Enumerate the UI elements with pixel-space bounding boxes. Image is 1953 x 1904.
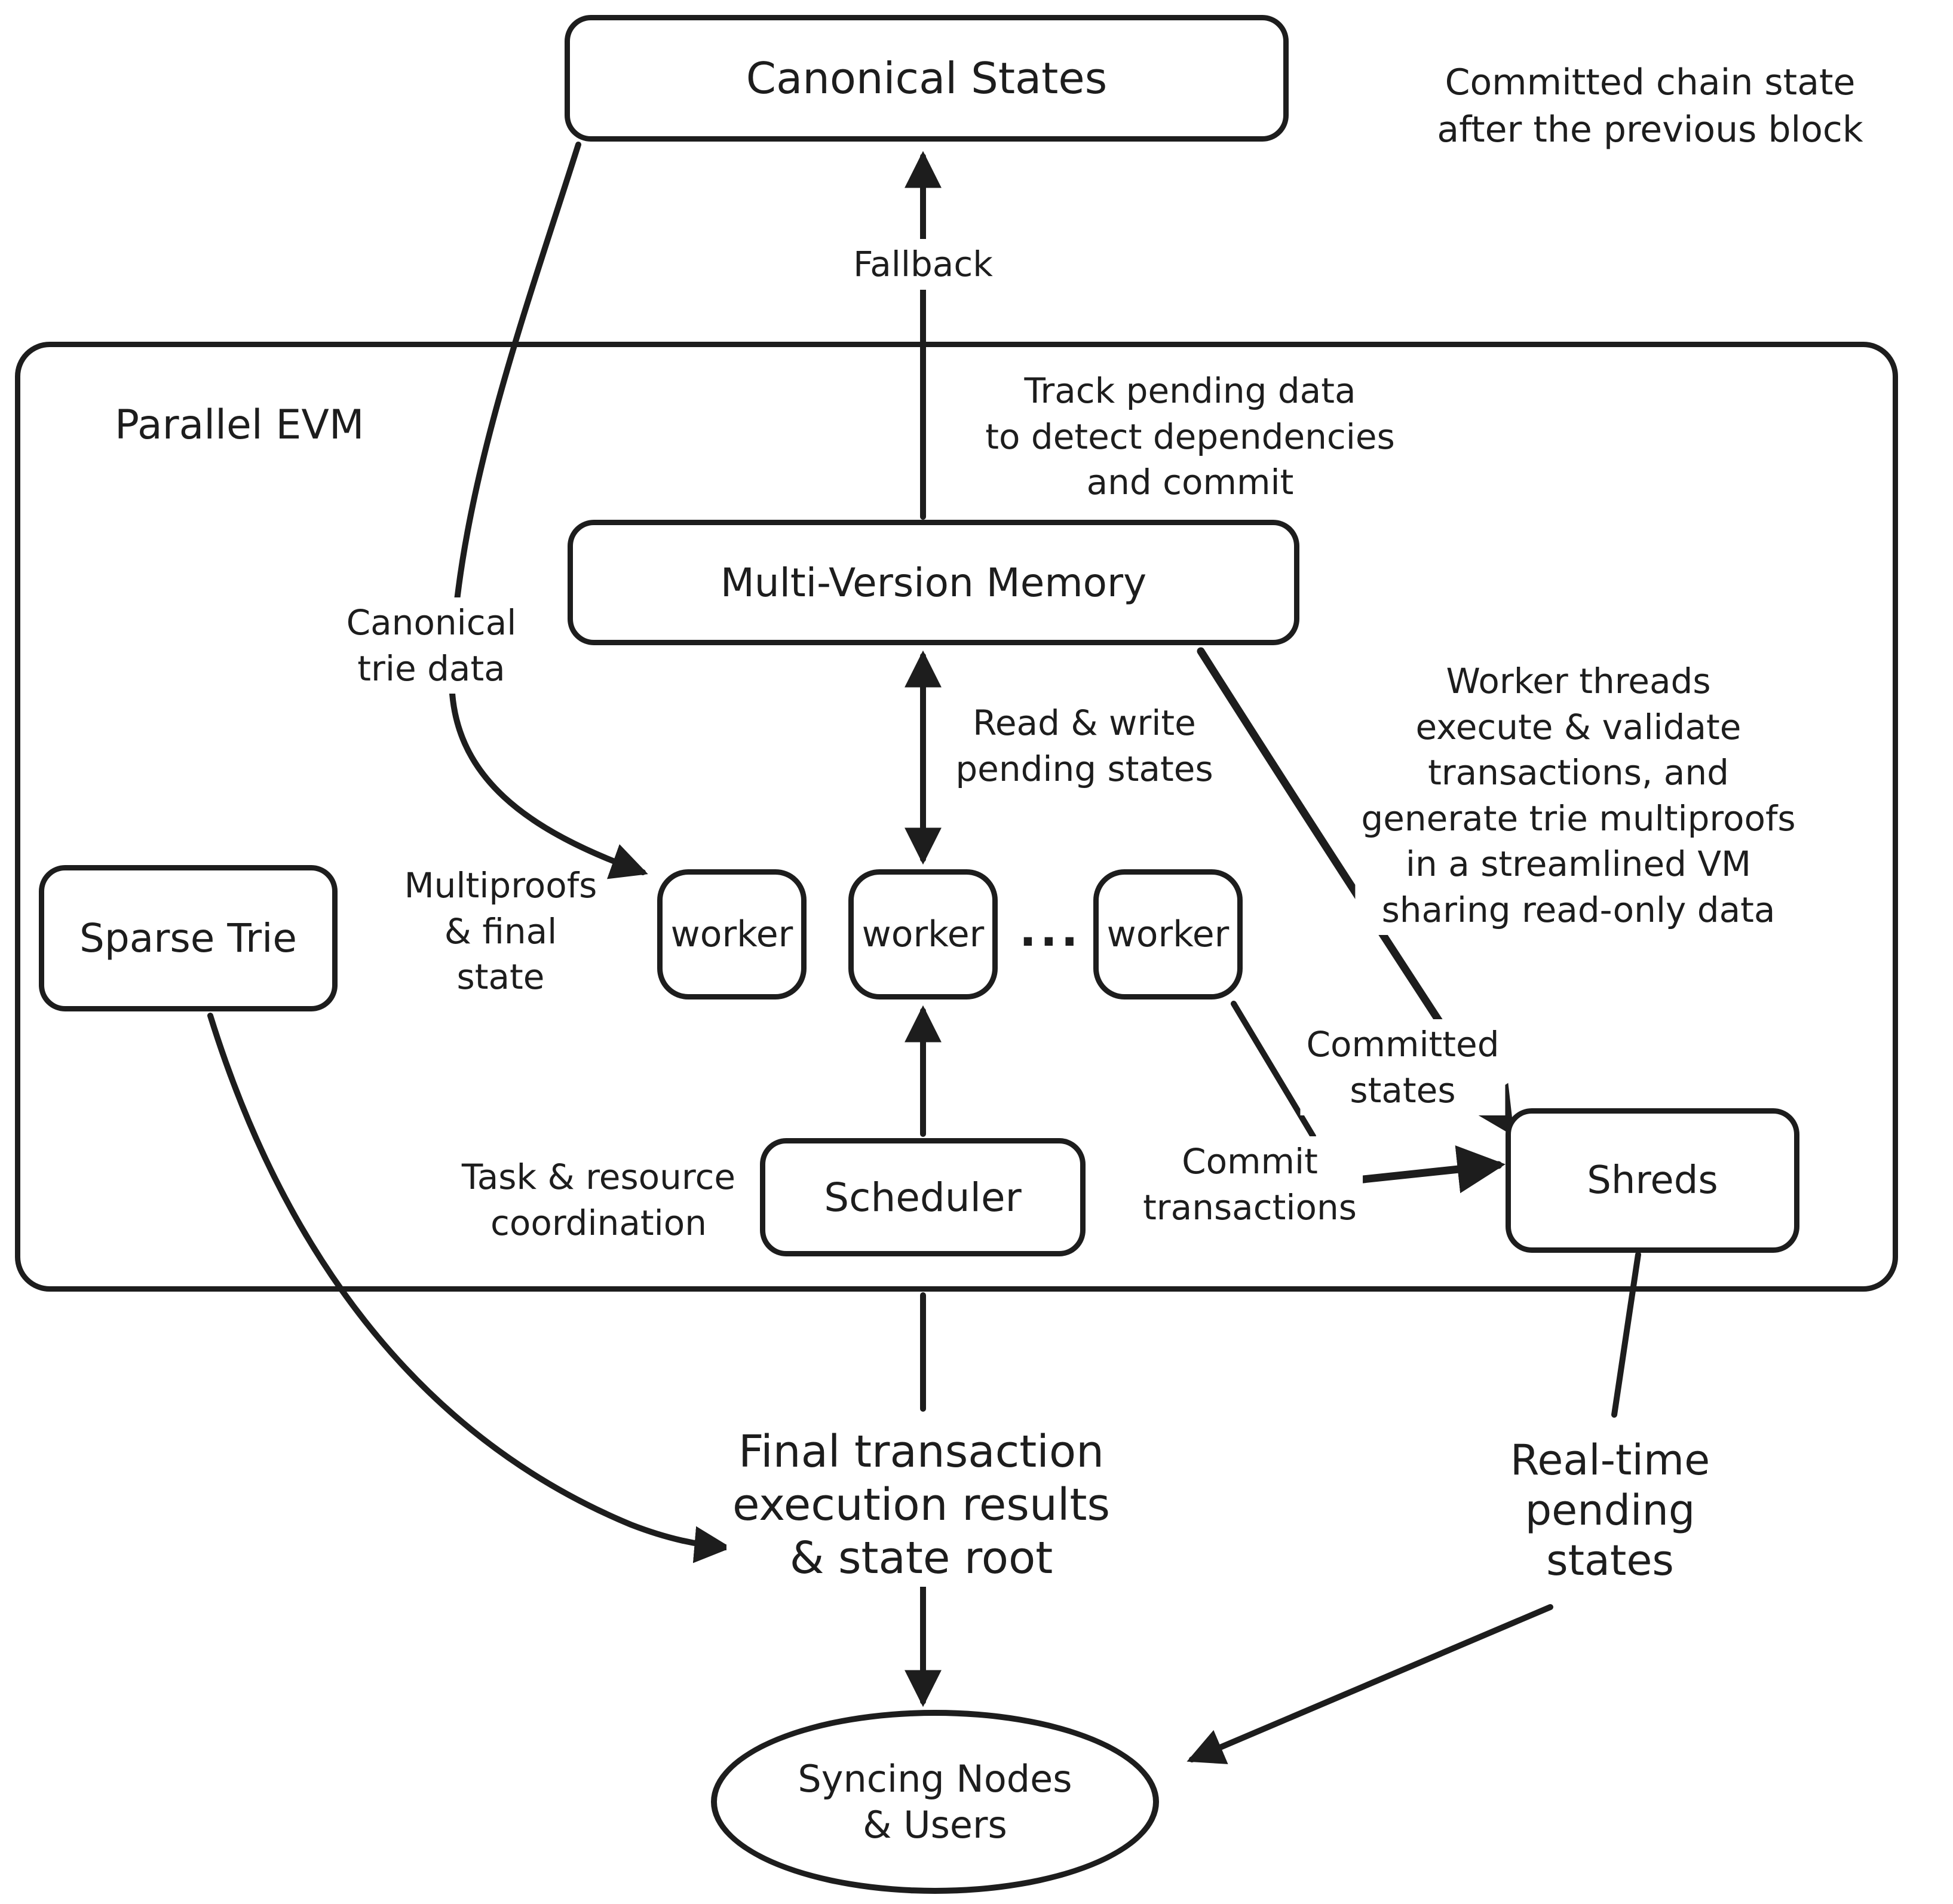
node-worker-3: worker <box>1093 869 1243 999</box>
note-realtime-pending-line1: Real-time <box>1510 1436 1710 1485</box>
note-commit-transactions-line1: Commit <box>1182 1141 1318 1182</box>
note-fallback-label: Fallback <box>853 244 993 284</box>
canonical-trie-arrow <box>448 142 648 879</box>
note-multiproofs-line3: state <box>456 956 545 998</box>
note-multiproofs-line2: & final <box>444 910 557 952</box>
commit-transactions-arrow <box>1353 1145 1506 1194</box>
note-worker-threads: Worker threads execute & validate transa… <box>1355 656 1802 936</box>
note-final-results: Final transaction execution results & st… <box>726 1423 1117 1587</box>
note-track-pending-line2: to detect dependencies <box>985 416 1395 457</box>
note-multiproofs-line1: Multiproofs <box>404 865 597 906</box>
note-committed-chain-line2: after the previous block <box>1437 109 1863 151</box>
note-worker-threads-line3: transactions, and <box>1428 752 1729 793</box>
note-read-write: Read & write pending states <box>949 698 1219 795</box>
note-commit-transactions: Commit transactions <box>1137 1136 1363 1233</box>
note-final-results-line2: execution results <box>732 1479 1111 1531</box>
node-syncing-nodes-line2: & Users <box>863 1803 1007 1847</box>
node-syncing-nodes-line1: Syncing Nodes <box>798 1756 1072 1801</box>
node-worker-1: worker <box>657 869 807 999</box>
note-worker-threads-line6: sharing read-only data <box>1381 889 1776 930</box>
node-worker-1-label: worker <box>670 913 793 955</box>
node-scheduler-label: Scheduler <box>824 1174 1022 1221</box>
note-multiproofs: Multiproofs & final state <box>398 860 603 1002</box>
realtime-to-nodes-arrow <box>1186 1604 1553 1764</box>
node-scheduler: Scheduler <box>760 1138 1086 1256</box>
note-worker-threads-line1: Worker threads <box>1446 661 1711 701</box>
note-worker-threads-line5: in a streamlined VM <box>1405 844 1752 885</box>
parallel-evm-title: Parallel EVM <box>115 401 364 449</box>
workers-ellipsis: ... <box>1019 903 1082 956</box>
node-multi-version-memory: Multi-Version Memory <box>568 520 1299 645</box>
node-shreds-label: Shreds <box>1587 1158 1718 1203</box>
note-realtime-pending-line3: states <box>1546 1536 1674 1585</box>
note-track-pending-line3: and commit <box>1086 462 1294 503</box>
note-canonical-trie: Canonical trie data <box>340 597 523 694</box>
note-final-results-line1: Final transaction <box>738 1426 1105 1477</box>
node-worker-3-label: worker <box>1106 913 1230 955</box>
node-syncing-nodes: Syncing Nodes & Users <box>711 1710 1159 1894</box>
node-canonical-states-label: Canonical States <box>746 53 1108 103</box>
node-sparse-trie: Sparse Trie <box>39 865 338 1011</box>
note-committed-states-line1: Committed <box>1306 1024 1500 1065</box>
note-task-resource-line1: Task & resource <box>461 1157 736 1197</box>
note-read-write-line2: pending states <box>955 748 1213 789</box>
node-multi-version-memory-label: Multi-Version Memory <box>720 559 1147 606</box>
note-worker-threads-line2: execute & validate <box>1415 706 1742 747</box>
note-track-pending: Track pending data to detect dependencie… <box>979 366 1401 508</box>
node-shreds: Shreds <box>1506 1108 1799 1253</box>
node-worker-2-label: worker <box>861 913 985 955</box>
parallel-evm-container <box>15 342 1898 1292</box>
note-task-resource: Task & resource coordination <box>455 1152 742 1249</box>
note-worker-threads-line4: generate trie multiproofs <box>1361 798 1796 839</box>
worker3-commit-line <box>1231 1001 1316 1139</box>
note-task-resource-line2: coordination <box>490 1202 707 1243</box>
note-canonical-trie-line2: trie data <box>357 648 505 689</box>
note-realtime-pending-line2: pending <box>1525 1486 1696 1535</box>
shreds-realtime-line <box>1611 1252 1641 1418</box>
note-final-results-line3: & state root <box>789 1532 1053 1584</box>
note-committed-states-line2: states <box>1350 1069 1456 1111</box>
note-track-pending-line1: Track pending data <box>1024 370 1356 411</box>
note-realtime-pending: Real-time pending states <box>1504 1433 1716 1588</box>
node-canonical-states: Canonical States <box>565 15 1289 142</box>
note-fallback: Fallback <box>847 239 999 290</box>
note-commit-transactions-line2: transactions <box>1143 1186 1357 1228</box>
note-committed-states: Committed states <box>1300 1019 1506 1116</box>
note-committed-chain: Committed chain state after the previous… <box>1431 57 1869 157</box>
node-worker-2: worker <box>848 869 998 999</box>
sparse-to-results-arrow <box>207 1013 732 1563</box>
note-read-write-line1: Read & write <box>973 703 1196 743</box>
node-sparse-trie-label: Sparse Trie <box>79 915 298 961</box>
note-canonical-trie-line1: Canonical <box>346 602 517 643</box>
note-committed-chain-line1: Committed chain state <box>1445 62 1856 103</box>
